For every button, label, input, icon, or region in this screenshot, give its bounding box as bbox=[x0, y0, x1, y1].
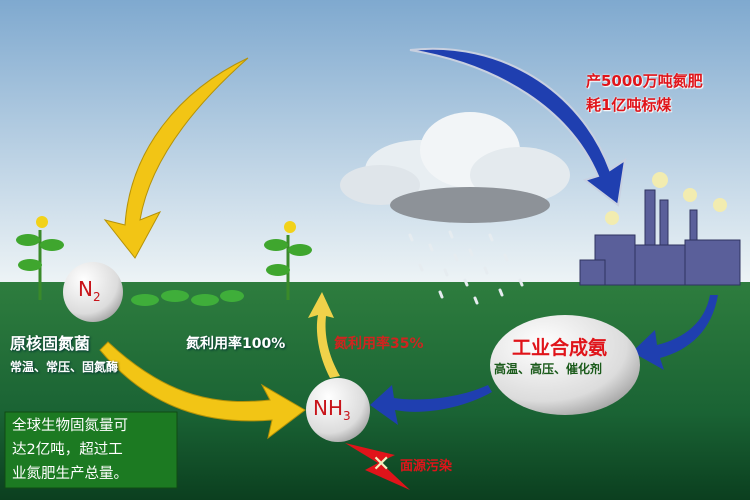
fertilizer-production-label: 产5000万吨氮肥 bbox=[586, 72, 703, 90]
industrial-title: 工业合成氨 bbox=[512, 337, 608, 359]
bacteria-title: 原核固氮菌 bbox=[10, 334, 91, 353]
blocked-x-icon: ✕ bbox=[372, 452, 391, 477]
bio-arrow-bottom bbox=[99, 341, 306, 440]
sky bbox=[0, 0, 750, 285]
bacteria-conditions: 常温、常压、固氮酶 bbox=[10, 360, 119, 374]
bio-arrow-up bbox=[308, 292, 340, 378]
plant-icon-right bbox=[264, 221, 312, 300]
industrial-arrow-bottom bbox=[370, 385, 492, 425]
n2-node-bg bbox=[63, 262, 123, 322]
pollution-bolt-icon bbox=[345, 443, 410, 490]
industrial-arrow-top bbox=[409, 47, 627, 207]
nh3-symbol: NH bbox=[313, 396, 343, 420]
bacteria-icon bbox=[131, 290, 244, 306]
n2-subscript: 2 bbox=[92, 290, 101, 304]
industrial-utilization-label: 氮利用率35% bbox=[334, 336, 424, 352]
n2-symbol: N bbox=[78, 277, 93, 301]
rain-drops bbox=[408, 230, 524, 305]
info-line: 全球生物固氮量可 bbox=[12, 418, 128, 434]
bio-utilization-label: 氮利用率100% bbox=[186, 336, 286, 352]
factory-icon bbox=[579, 172, 741, 286]
info-line: 达2亿吨，超过工 bbox=[12, 442, 123, 458]
nh3-node-bg bbox=[306, 378, 370, 442]
bio-arrow-top bbox=[103, 57, 249, 259]
nh3-label: NH3 bbox=[313, 396, 351, 423]
info-line: 业氮肥生产总量。 bbox=[12, 466, 128, 482]
industrial-node-bg bbox=[490, 315, 640, 415]
coal-consumption-label: 耗1亿吨标煤 bbox=[586, 96, 672, 114]
nh3-subscript: 3 bbox=[343, 409, 351, 423]
info-box: 全球生物固氮量可 达2亿吨，超过工 业氮肥生产总量。 bbox=[12, 414, 177, 486]
rain-cloud bbox=[340, 112, 570, 223]
n2-label: N2 bbox=[78, 277, 101, 304]
plant-icon-left bbox=[16, 216, 64, 300]
industrial-arrow-right bbox=[632, 295, 718, 370]
info-box-bg bbox=[4, 411, 178, 489]
pollution-label: 面源污染 bbox=[400, 459, 453, 474]
industrial-conditions: 高温、高压、催化剂 bbox=[494, 362, 603, 376]
